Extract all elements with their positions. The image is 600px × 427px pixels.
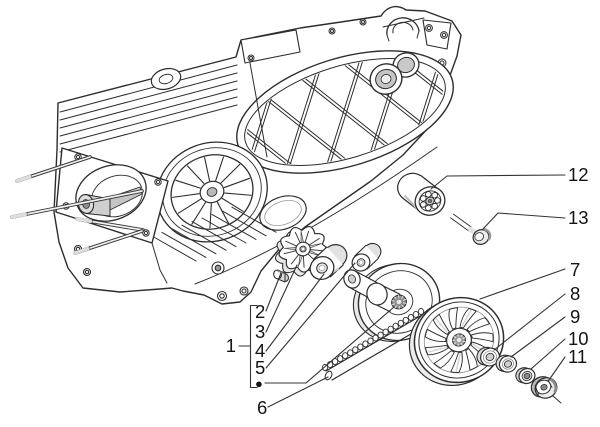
drive-belt [321, 308, 429, 381]
callout-label-13: 13 [568, 207, 589, 228]
case-oval-opening-inner [264, 199, 302, 227]
callout-label-9: 9 [570, 306, 580, 327]
callout-label-2: 2 [255, 301, 265, 322]
washer-10 [515, 367, 536, 385]
mount-arch-feet [386, 30, 420, 42]
bearing-balls [419, 191, 441, 212]
callout-label-8: 8 [570, 283, 580, 304]
nut-axis-line [552, 395, 562, 404]
case-tabs [73, 244, 249, 302]
case-contour-2 [249, 62, 268, 158]
lifting-eye-boss [150, 67, 182, 91]
callout-label-bullet: ● [255, 376, 263, 391]
callout-label-11: 11 [568, 346, 587, 367]
mount-arch [386, 17, 420, 36]
callout-label-12: 12 [568, 164, 589, 185]
cooling-fins-bottom [151, 206, 277, 262]
bearing-bores [369, 52, 420, 95]
lifting-eye-hole [158, 73, 174, 85]
washer-9 [495, 354, 518, 373]
callout-label-10: 10 [568, 328, 589, 349]
flywheel-opening [156, 141, 268, 243]
spacer-bushing [351, 242, 382, 272]
bolt [449, 213, 492, 245]
callout-label-1: 1 [226, 335, 236, 356]
cooling-ribs-top [59, 64, 238, 153]
pin [273, 269, 289, 283]
case-oval-opening [259, 195, 307, 231]
callout-labels: 1 2 3 4 5 ● 6 12 13 7 8 9 10 11 [226, 164, 589, 418]
top-edge-line [382, 17, 425, 28]
callout-label-7: 7 [570, 259, 580, 280]
callout-label-3: 3 [255, 321, 265, 342]
spline-hub [391, 294, 407, 310]
roller-bushing [309, 244, 348, 281]
callout-label-4: 4 [255, 340, 265, 361]
callout-label-5: 5 [255, 357, 265, 378]
roller-bearing [397, 172, 446, 216]
callout-label-6: 6 [257, 397, 267, 418]
cylinder-studs [10, 155, 145, 255]
callout-leaders [238, 174, 566, 408]
washer-8 [476, 346, 500, 367]
crankcase [10, 5, 462, 305]
flange-nut [530, 376, 558, 399]
top-block [240, 29, 301, 64]
case-contour-3 [151, 242, 168, 284]
